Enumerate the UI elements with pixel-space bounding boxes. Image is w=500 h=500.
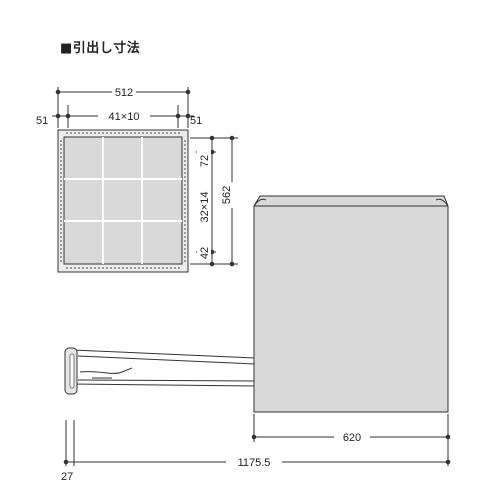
diagram-title: ■引出し寸法: [60, 41, 141, 56]
rail-perforations: [60, 132, 186, 269]
label-offset: 27: [61, 471, 73, 483]
label-pitch-width: 41×10: [109, 111, 140, 123]
dim-overall-length: [63, 420, 451, 466]
label-front-width: 620: [343, 432, 361, 444]
label-total-depth: 562: [221, 186, 233, 204]
label-side-right: 51: [190, 115, 202, 127]
side-view: [64, 195, 449, 413]
slide-rail: [71, 349, 257, 387]
dim-top-width: [55, 87, 191, 128]
dim-front-width: [251, 414, 451, 442]
label-bottom-margin: 42: [199, 247, 211, 259]
label-side-left: 51: [36, 115, 48, 127]
label-pitch-depth: 32×14: [199, 192, 211, 223]
label-top-margin: 72: [199, 155, 211, 167]
dim-pitch-row: [52, 105, 194, 128]
label-overall-length: 1175.5: [238, 457, 271, 469]
drawer-front-panel: [253, 195, 449, 413]
top-view: [57, 129, 189, 273]
grid-cells: [64, 137, 182, 264]
drawer-inner-box: [63, 136, 183, 265]
label-top-width: 512: [115, 87, 133, 99]
